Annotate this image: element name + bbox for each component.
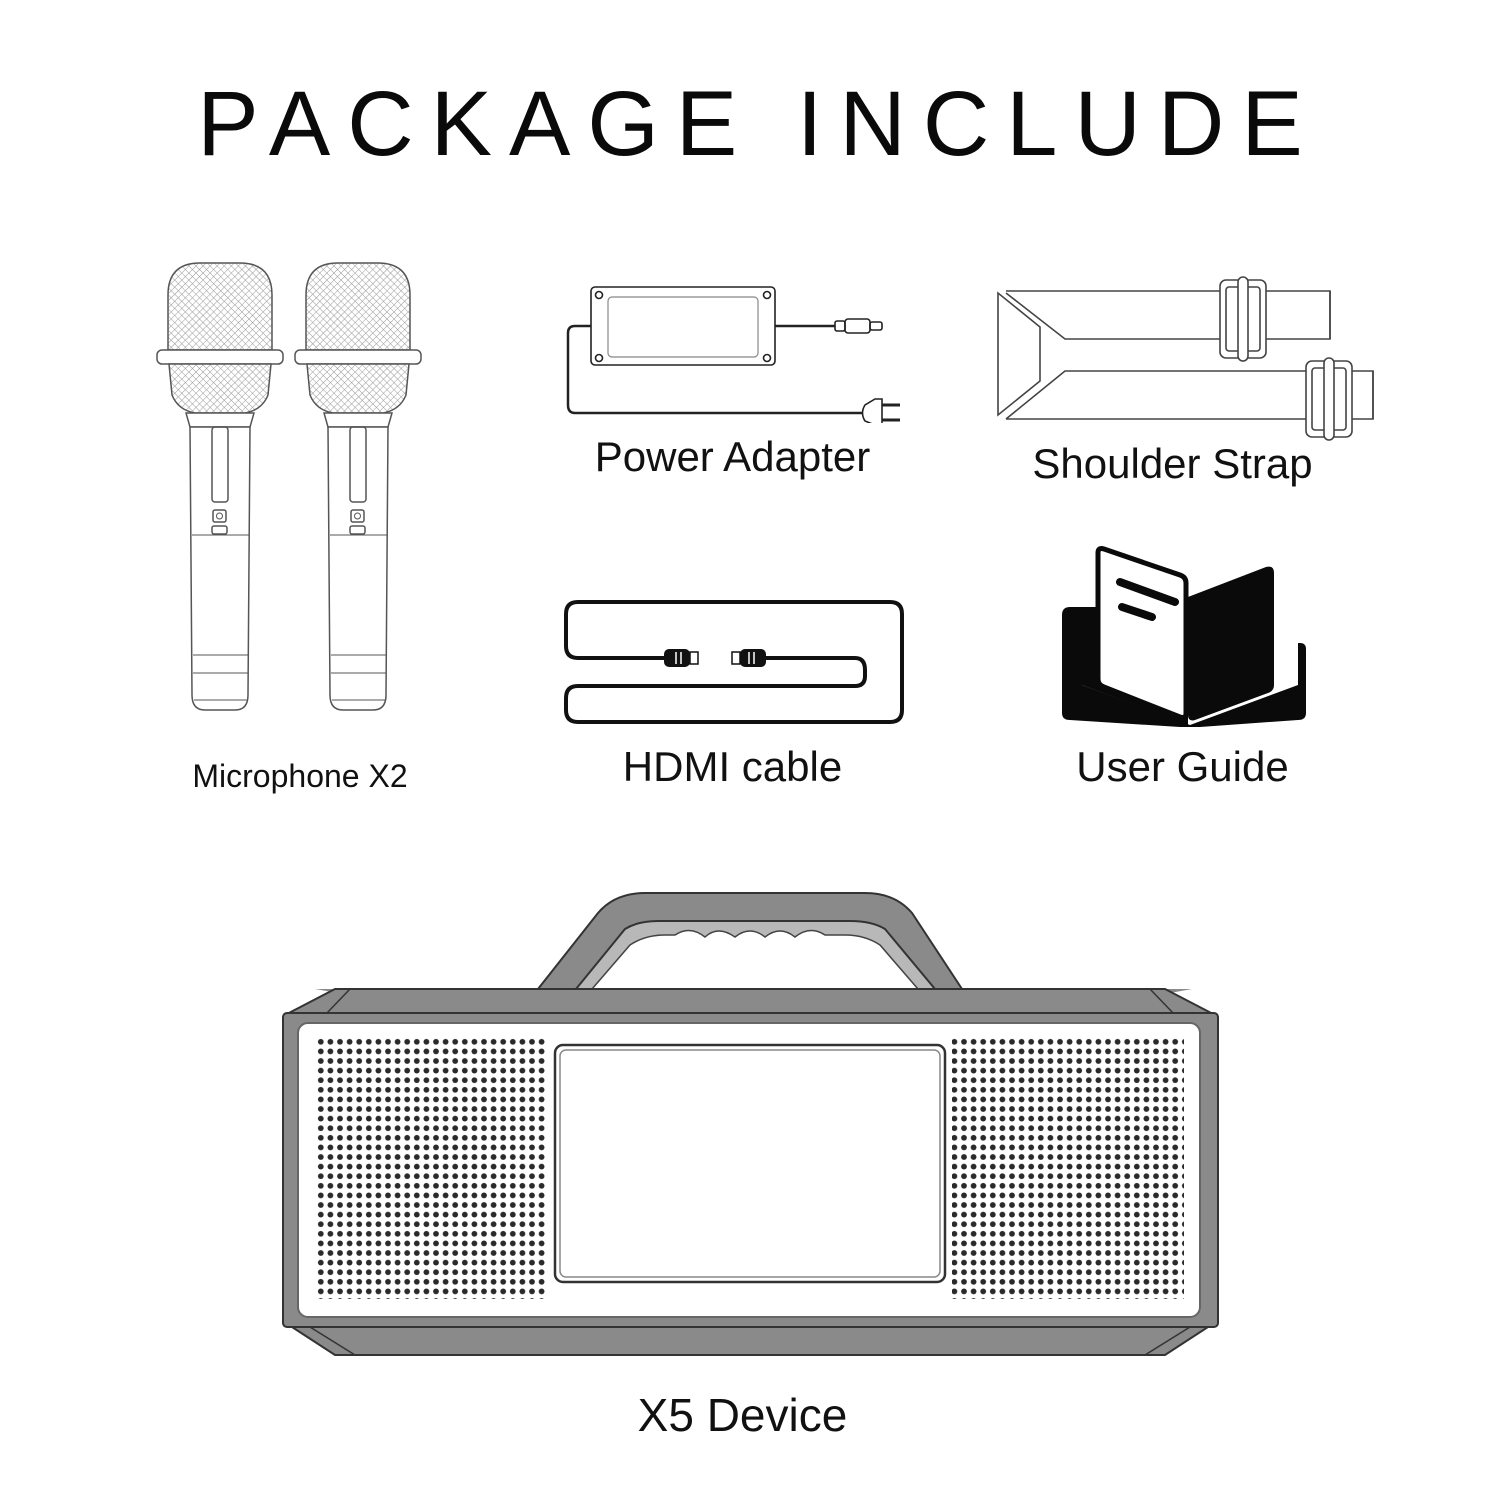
karaoke-speaker-icon: [280, 885, 1225, 1360]
power-adapter-icon: [560, 283, 910, 423]
user-guide-label: User Guide: [1076, 743, 1289, 790]
page-title: PACKAGE INCLUDE: [197, 73, 1320, 175]
microphone-label: Microphone X2: [192, 758, 408, 794]
shoulder-strap-label: Shoulder Strap: [1032, 440, 1313, 487]
hdmi-cable-icon: [560, 598, 910, 728]
x5-device-label: X5 Device: [637, 1389, 848, 1441]
power-adapter-label: Power Adapter: [594, 433, 871, 480]
hdmi-cable-label: HDMI cable: [622, 743, 843, 790]
microphone-icon: [150, 255, 430, 720]
shoulder-strap-icon: [990, 275, 1390, 445]
user-guide-icon: [1060, 545, 1310, 730]
